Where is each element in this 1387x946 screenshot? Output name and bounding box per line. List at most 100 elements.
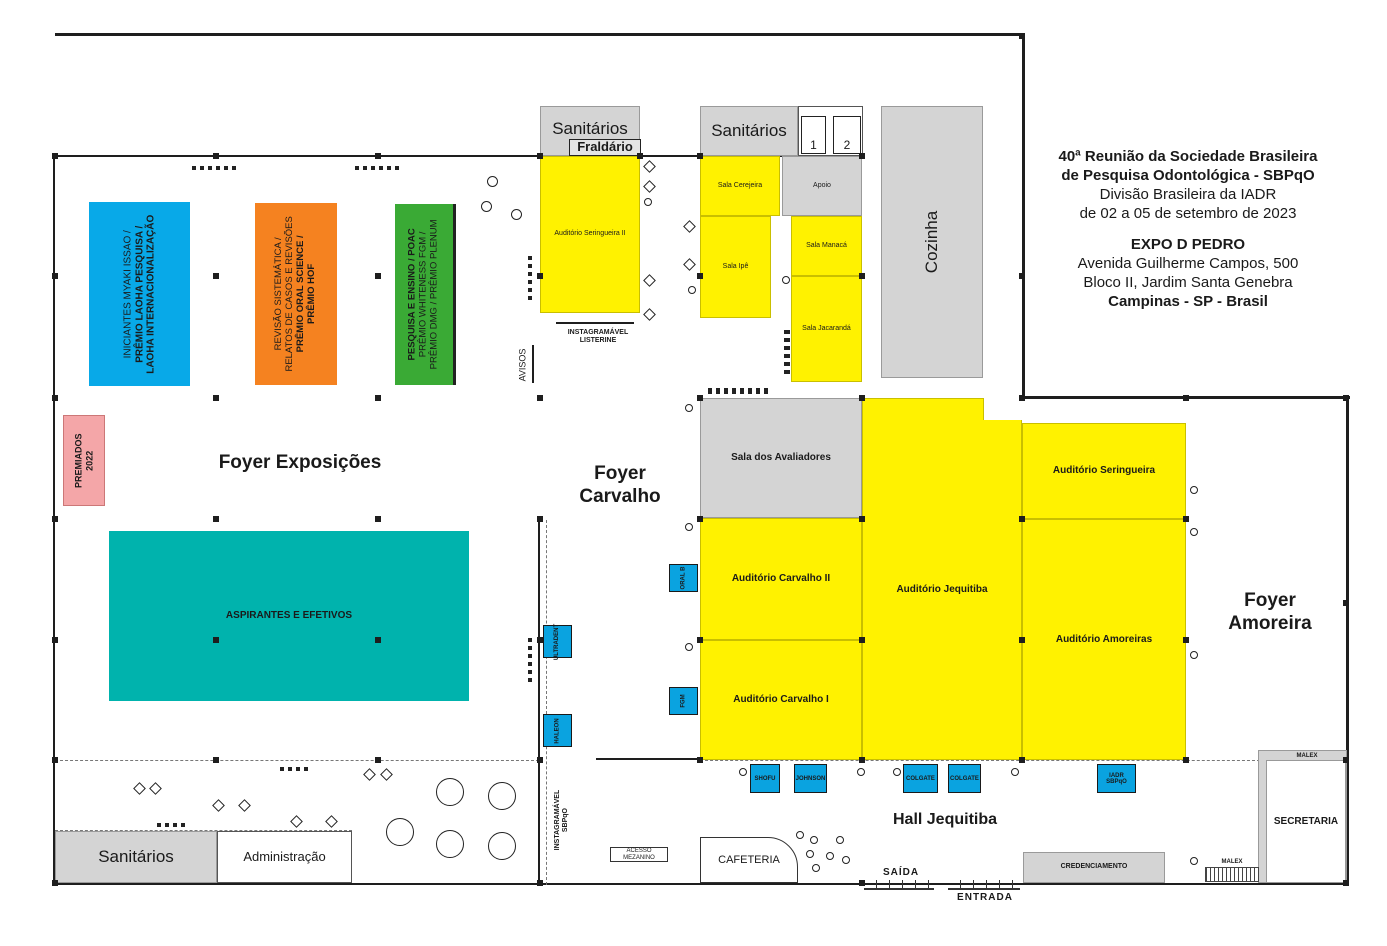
pillar bbox=[375, 757, 381, 763]
pillar bbox=[537, 153, 543, 159]
chair-icon bbox=[810, 836, 818, 844]
seating-col bbox=[528, 256, 532, 302]
seating-row bbox=[708, 388, 768, 394]
exhibit-aspirantes[interactable]: ASPIRANTES E EFETIVOS bbox=[109, 531, 469, 701]
acesso-mezanino[interactable]: ACESSO MEZANINO bbox=[610, 847, 668, 862]
booth-colgate-2[interactable]: COLGATE bbox=[948, 764, 981, 793]
pillar bbox=[375, 516, 381, 522]
sala-manaca-label: Sala Manacá bbox=[806, 241, 847, 249]
pillar bbox=[1183, 516, 1189, 522]
apoio: Apoio bbox=[782, 156, 862, 216]
pillar bbox=[213, 273, 219, 279]
auditorio-amoreiras-label: Auditório Amoreiras bbox=[1055, 633, 1153, 645]
booth-johnson-label: JOHNSON bbox=[795, 775, 826, 782]
door-swing-icon bbox=[1190, 651, 1198, 659]
booth-ultradent[interactable]: ULTRADENT bbox=[543, 623, 572, 660]
exhibit-iniciantes-line2: PRÊMIO LAOHA PESQUISA / bbox=[133, 225, 145, 363]
pillar bbox=[1343, 395, 1349, 401]
secretaria[interactable]: SECRETARIA bbox=[1266, 760, 1346, 883]
exhibit-iniciantes-text: INICIANTES MYAKI ISSAO / PRÊMIO LAOHA PE… bbox=[122, 214, 157, 373]
exhibit-revisao-text: REVISÃO SISTEMÁTICA / RELATOS DE CASOS E… bbox=[273, 216, 318, 371]
door-saida[interactable] bbox=[864, 880, 934, 890]
booth-oral-b-label: ORAL B bbox=[680, 566, 687, 590]
event-division: Divisão Brasileira da IADR bbox=[1099, 186, 1277, 204]
cafeteria[interactable]: CAFETERIA bbox=[700, 837, 798, 883]
pillar bbox=[697, 757, 703, 763]
exhibit-premiados[interactable]: PREMIADOS 2022 bbox=[63, 415, 105, 506]
door-swing-icon bbox=[782, 276, 790, 284]
pillar bbox=[1343, 757, 1349, 763]
booth-johnson[interactable]: JOHNSON bbox=[794, 764, 827, 793]
sala-manaca[interactable]: Sala Manacá bbox=[791, 216, 862, 276]
pillar bbox=[52, 395, 58, 401]
credenciamento-label: CREDENCIAMENTO bbox=[1060, 863, 1128, 871]
pillar bbox=[697, 516, 703, 522]
booth-oral-b[interactable]: ORAL B bbox=[669, 564, 698, 592]
outer-wall-right-upper bbox=[1022, 33, 1025, 398]
auditorio-carvalho-ii[interactable]: Auditório Carvalho II bbox=[700, 518, 862, 640]
sala-cerejeira[interactable]: Sala Cerejeira bbox=[700, 156, 780, 216]
booth-shofu[interactable]: SHOFU bbox=[750, 764, 780, 793]
instagramavel-sbpqo-text: INSTAGRAMÁVEL SBPqO bbox=[553, 789, 570, 851]
door-entrada[interactable] bbox=[948, 880, 1020, 890]
pillar bbox=[537, 395, 543, 401]
exhibit-revisao[interactable]: REVISÃO SISTEMÁTICA / RELATOS DE CASOS E… bbox=[255, 203, 337, 385]
credenciamento[interactable]: CREDENCIAMENTO bbox=[1023, 852, 1165, 883]
lounge-chair-icon bbox=[643, 274, 656, 287]
lounge-chair-icon bbox=[643, 160, 656, 173]
toilet-block bbox=[798, 106, 863, 156]
instagramavel-listerine[interactable]: INSTAGRAMÁVEL LISTERINE bbox=[567, 329, 629, 345]
booth-colgate-1[interactable]: COLGATE bbox=[903, 764, 938, 793]
pillar bbox=[1019, 757, 1025, 763]
toilet-stall-2-label: 2 bbox=[843, 138, 851, 153]
avisos-label[interactable]: AVISOS bbox=[512, 345, 532, 385]
listerine-board bbox=[556, 322, 634, 324]
pillar bbox=[213, 395, 219, 401]
chair-icon bbox=[812, 864, 820, 872]
door-swing-icon bbox=[857, 768, 865, 776]
sala-avaliadores[interactable]: Sala dos Avaliadores bbox=[700, 398, 862, 518]
malex-top[interactable]: MALEX bbox=[1268, 752, 1346, 760]
auditorio-seringueira[interactable]: Auditório Seringueira bbox=[1022, 423, 1186, 519]
avisos-board bbox=[532, 345, 534, 383]
pillar bbox=[52, 516, 58, 522]
auditorio-jequitiba[interactable]: Auditório Jequitiba bbox=[862, 420, 1022, 760]
booth-fgm[interactable]: FGM bbox=[669, 687, 698, 715]
malex-bottom[interactable]: MALEX bbox=[1205, 858, 1259, 866]
pillar bbox=[697, 637, 703, 643]
pillar bbox=[537, 637, 543, 643]
pillar bbox=[1019, 395, 1025, 401]
auditorio-carvalho-i[interactable]: Auditório Carvalho I bbox=[700, 640, 862, 760]
booth-iadr-sbpqo[interactable]: IADR SBPqO bbox=[1097, 764, 1136, 793]
door-swing-icon bbox=[685, 523, 693, 531]
administracao[interactable]: Administração bbox=[217, 831, 352, 883]
exhibit-iniciantes[interactable]: INICIANTES MYAKI ISSAO / PRÊMIO LAOHA PE… bbox=[89, 202, 190, 386]
pillar bbox=[1343, 600, 1349, 606]
sanitarios-top-right-label: Sanitários bbox=[711, 121, 787, 141]
door-swing-icon bbox=[685, 643, 693, 651]
sala-ipe[interactable]: Sala Ipê bbox=[700, 216, 771, 318]
secretaria-label: SECRETARIA bbox=[1273, 815, 1339, 827]
exhibit-pesquisa[interactable]: PESQUISA E ENSINO / POAC PRÊMIO WHITENES… bbox=[395, 204, 456, 385]
sala-cerejeira-label: Sala Cerejeira bbox=[717, 181, 763, 189]
auditorio-seringueira-ii[interactable]: Auditório Seringueira II bbox=[540, 156, 640, 313]
divider-admin bbox=[55, 830, 352, 831]
pillar bbox=[52, 757, 58, 763]
instagramavel-sbpqo[interactable]: INSTAGRAMÁVEL SBPqO bbox=[547, 780, 577, 860]
lounge-chair-icon bbox=[380, 768, 393, 781]
seating-row bbox=[157, 823, 185, 827]
pillar bbox=[859, 637, 865, 643]
divider-carvalho-v bbox=[546, 520, 547, 885]
sala-jacaranda[interactable]: Sala Jacarandá bbox=[791, 276, 862, 382]
pillar bbox=[859, 153, 865, 159]
booth-haleon[interactable]: HALEON bbox=[543, 714, 572, 747]
outer-wall-bottom bbox=[53, 883, 1348, 885]
lounge-chair-icon bbox=[363, 768, 376, 781]
round-table-icon bbox=[386, 818, 414, 846]
lounge-chair-icon bbox=[238, 799, 251, 812]
pillar bbox=[213, 153, 219, 159]
sanitarios-top-left-label: Sanitários bbox=[552, 119, 628, 138]
auditorio-amoreiras[interactable]: Auditório Amoreiras bbox=[1022, 519, 1186, 760]
administracao-label: Administração bbox=[243, 848, 326, 864]
lounge-chair-icon bbox=[133, 782, 146, 795]
